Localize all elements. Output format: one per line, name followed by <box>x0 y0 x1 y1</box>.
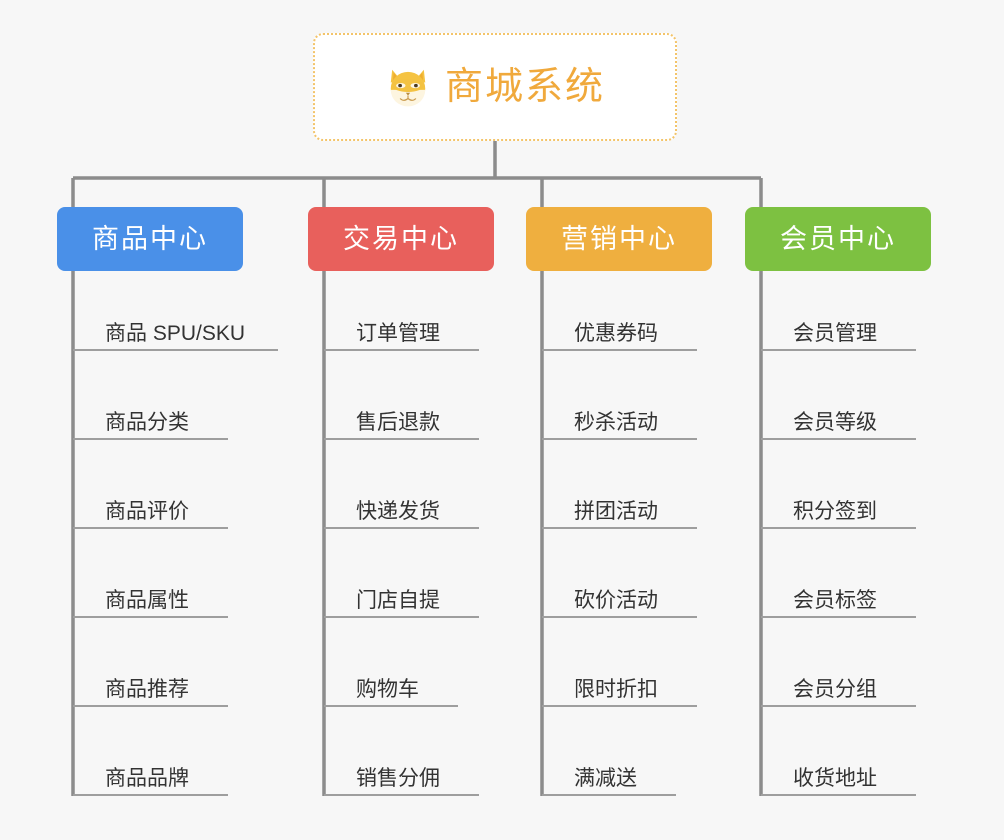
leaf-item[interactable]: 满减送 <box>542 750 676 796</box>
leaf-item[interactable]: 会员标签 <box>761 572 916 618</box>
leaf-item-label: 商品品牌 <box>105 766 189 790</box>
leaf-item-label: 订单管理 <box>356 321 440 345</box>
leaf-item-label: 拼团活动 <box>574 499 658 523</box>
leaf-item-label: 购物车 <box>356 677 419 701</box>
leaf-item[interactable]: 秒杀活动 <box>542 394 697 440</box>
category-label: 营销中心 <box>561 223 677 254</box>
category-box-3[interactable]: 营销中心 <box>526 207 712 271</box>
root-node[interactable]: 商城系统 <box>313 33 677 141</box>
category-box-4[interactable]: 会员中心 <box>745 207 931 271</box>
leaf-item-label: 销售分佣 <box>356 766 440 790</box>
leaf-item[interactable]: 购物车 <box>324 661 458 707</box>
leaf-item-label: 秒杀活动 <box>574 410 658 434</box>
leaf-item-label: 优惠券码 <box>574 321 658 345</box>
leaf-item-label: 会员管理 <box>793 321 877 345</box>
leaf-item[interactable]: 优惠券码 <box>542 305 697 351</box>
shiba-dog-face-icon <box>390 69 426 107</box>
leaf-item-label: 商品 SPU/SKU <box>105 321 246 345</box>
leaf-item-label: 商品评价 <box>105 499 189 523</box>
leaf-item[interactable]: 会员管理 <box>761 305 916 351</box>
leaf-item[interactable]: 销售分佣 <box>324 750 479 796</box>
category-label: 交易中心 <box>343 223 459 254</box>
leaf-item-label: 积分签到 <box>793 499 877 523</box>
category-box-2[interactable]: 交易中心 <box>308 207 494 271</box>
leaf-item[interactable]: 快递发货 <box>324 483 479 529</box>
leaf-item-label: 门店自提 <box>356 588 440 612</box>
leaf-item[interactable]: 门店自提 <box>324 572 479 618</box>
category-box-1[interactable]: 商品中心 <box>57 207 243 271</box>
leaf-item-label: 快递发货 <box>356 499 440 523</box>
leaf-item[interactable]: 会员分组 <box>761 661 916 707</box>
leaf-item-label: 砍价活动 <box>574 588 658 612</box>
leaf-item[interactable]: 商品品牌 <box>73 750 228 796</box>
leaf-item[interactable]: 订单管理 <box>324 305 479 351</box>
leaf-item-label: 收货地址 <box>793 766 877 790</box>
leaf-item[interactable]: 售后退款 <box>324 394 479 440</box>
leaf-item[interactable]: 商品推荐 <box>73 661 228 707</box>
leaf-item[interactable]: 收货地址 <box>761 750 916 796</box>
leaf-item[interactable]: 商品评价 <box>73 483 228 529</box>
leaf-item-label: 限时折扣 <box>574 677 658 701</box>
leaf-item-label: 满减送 <box>574 766 637 790</box>
leaf-item[interactable]: 拼团活动 <box>542 483 697 529</box>
leaf-item[interactable]: 限时折扣 <box>542 661 697 707</box>
leaf-item[interactable]: 砍价活动 <box>542 572 697 618</box>
leaf-item[interactable]: 商品 SPU/SKU <box>73 305 278 351</box>
leaf-item-label: 售后退款 <box>356 410 440 434</box>
leaf-item-label: 商品推荐 <box>105 677 189 701</box>
root-title: 商城系统 <box>444 66 605 108</box>
leaf-item-label: 会员标签 <box>793 588 877 612</box>
leaf-item[interactable]: 会员等级 <box>761 394 916 440</box>
leaf-item[interactable]: 积分签到 <box>761 483 916 529</box>
category-label: 会员中心 <box>780 223 896 254</box>
leaf-item[interactable]: 商品属性 <box>73 572 228 618</box>
leaf-item-label: 会员分组 <box>793 677 877 701</box>
leaf-item[interactable]: 商品分类 <box>73 394 228 440</box>
leaf-item-label: 商品属性 <box>105 588 189 612</box>
category-label: 商品中心 <box>92 223 208 254</box>
leaf-item-label: 会员等级 <box>793 410 877 434</box>
leaf-item-label: 商品分类 <box>105 410 189 434</box>
